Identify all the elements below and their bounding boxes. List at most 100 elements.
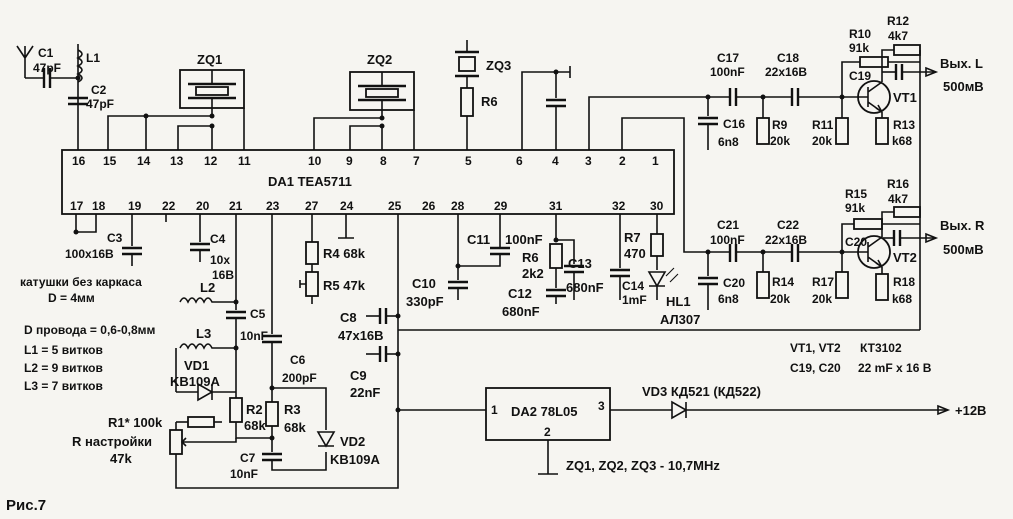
label-c4: C4 (210, 232, 226, 246)
label-r6-top: R6 (481, 94, 498, 109)
capacitor-c16-icon (698, 116, 718, 126)
label-r6-bottom: R6 (522, 250, 539, 265)
value-r17: 20k (812, 292, 832, 306)
note-coil-diameter: D = 4мм (48, 291, 95, 305)
pin-14: 14 (137, 154, 151, 168)
value-out-l: 500мВ (943, 79, 984, 94)
label-r16: R16 (887, 177, 909, 191)
label-c9: C9 (350, 368, 367, 383)
value-c1: 47pF (33, 61, 61, 75)
resistor-r12-icon (893, 44, 921, 56)
value-c9: 22nF (350, 385, 380, 400)
value-r3: 68k (284, 420, 306, 435)
value-r2: 68k (244, 418, 266, 433)
label-c22: C22 (777, 218, 799, 232)
crystal-zq3-icon (455, 40, 479, 88)
label-out-l: Вых. L (940, 56, 983, 71)
value-r15: 91k (845, 201, 865, 215)
label-c16: C16 (723, 117, 745, 131)
inductor-l3-icon (179, 343, 236, 350)
value-r18: k68 (892, 292, 912, 306)
crystal-zq2-icon (349, 71, 415, 111)
pin-24: 24 (340, 199, 354, 213)
note-l2-turns: L2 = 9 витков (24, 361, 103, 375)
ic-da1-label: DA1 TEA5711 (268, 174, 352, 189)
value-r9: 20k (770, 134, 790, 148)
resistor-r13-icon (875, 117, 889, 145)
pin-29: 29 (494, 199, 508, 213)
label-r17: R17 (812, 275, 834, 289)
pin-23: 23 (266, 199, 280, 213)
label-vd3: VD3 КД521 (КД522) (642, 384, 761, 399)
resistor-r16-icon (893, 206, 921, 218)
value-c13: 680nF (566, 280, 604, 295)
capacitor-c5-icon (226, 310, 246, 320)
resistor-r3-icon (265, 401, 279, 427)
pin-27: 27 (305, 199, 319, 213)
ic-da1-bottom-pins: 17 18 19 22 20 21 23 27 24 25 26 28 29 3… (70, 199, 664, 213)
crystal-zq1-icon (179, 69, 245, 109)
resistor-r18-icon (875, 273, 889, 301)
note-l1-turns: L1 = 5 витков (24, 343, 103, 357)
value-hl1: АЛ307 (660, 312, 700, 327)
value-c22: 22x16B (765, 233, 807, 247)
potentiometer-r-tune-icon (169, 429, 183, 455)
value-vd1: KB109A (170, 374, 220, 389)
label-supply: +12В (955, 403, 986, 418)
label-c6: C6 (290, 353, 306, 367)
arrow-out-l-icon (925, 66, 939, 78)
led-hl1-icon (647, 271, 667, 288)
label-l3: L3 (196, 326, 211, 341)
label-r1: R1* 100k (108, 415, 163, 430)
pin-12: 12 (204, 154, 218, 168)
label-r10: R10 (849, 27, 871, 41)
pin-22: 22 (162, 199, 176, 213)
label-r13: R13 (893, 118, 915, 132)
resistor-r17-icon (835, 271, 849, 299)
resistor-r10-icon (859, 56, 889, 68)
value-c3: 100x16B (65, 247, 114, 261)
value-r14: 20k (770, 292, 790, 306)
capacitor-c11-icon (490, 246, 510, 256)
label-c7: C7 (240, 451, 256, 465)
value-c5: 10nF (240, 329, 268, 343)
value-c18: 22x16B (765, 65, 807, 79)
note-c-types-a: C19, C20 (790, 361, 841, 375)
capacitor-c10-icon (448, 280, 468, 290)
value-c4-b: 16B (212, 268, 234, 282)
pin-13: 13 (170, 154, 184, 168)
figure-label: Рис.7 (6, 497, 46, 514)
value-r7: 470 (624, 246, 646, 261)
label-c10: C10 (412, 276, 436, 291)
label-c5: C5 (250, 307, 266, 321)
label-r18: R18 (893, 275, 915, 289)
label-c18: C18 (777, 51, 799, 65)
da2-pin-3: 3 (598, 399, 605, 413)
pin-26: 26 (422, 199, 436, 213)
capacitor-c3-icon (122, 246, 142, 256)
value-c16: 6n8 (718, 135, 739, 149)
note-l3-turns: L3 = 7 витков (24, 379, 103, 393)
value-r-tune: 47k (110, 451, 132, 466)
value-c17: 100nF (710, 65, 745, 79)
capacitor-c19-icon (894, 64, 904, 80)
capacitor-c20b-icon (892, 230, 902, 246)
label-vt2: VT2 (893, 250, 917, 265)
value-r13: k68 (892, 134, 912, 148)
capacitor-c9-icon (378, 346, 388, 362)
capacitor-c8-icon (378, 308, 388, 324)
capacitor-c21-icon (728, 244, 738, 262)
label-c13: C13 (568, 256, 592, 271)
label-c8: C8 (340, 310, 357, 325)
label-c21: C21 (717, 218, 739, 232)
pin-30: 30 (650, 199, 664, 213)
resistor-r2-icon (229, 397, 243, 423)
label-zq2: ZQ2 (367, 52, 392, 67)
antenna-icon (16, 45, 34, 78)
capacitor-c20-icon (698, 276, 718, 286)
pin-7: 7 (413, 154, 420, 168)
transistor-vt1-icon (857, 80, 891, 114)
capacitor-c2-icon (68, 96, 88, 106)
